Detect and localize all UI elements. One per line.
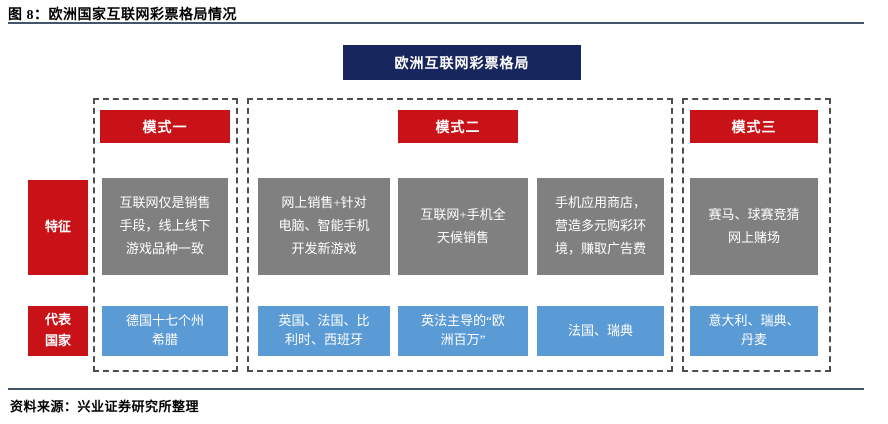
mode-2-feature-box-2: 互联网+手机全 天候销售: [398, 178, 528, 275]
mode-3-panel: [682, 98, 831, 372]
mode-1-panel: [93, 98, 238, 372]
mode-2-country-box-2: 英法主导的“欧 洲百万”: [398, 306, 528, 356]
mode-3-feature-box: 赛马、球赛竞猜 网上赌场: [690, 178, 818, 275]
row-label-countries: 代表 国家: [28, 306, 88, 356]
mode-2-feature-box-1: 网上销售+针对 电脑、智能手机 开发新游戏: [258, 178, 390, 275]
mode-2-panel: [247, 98, 673, 372]
mode-1-header: 模式一: [100, 110, 230, 143]
row-label-feature: 特征: [28, 180, 88, 275]
title-divider-line: [8, 22, 864, 24]
mode-2-country-box-1: 英国、法国、比 利时、西班牙: [258, 306, 390, 356]
root-node-europe-internet-lottery: 欧洲互联网彩票格局: [343, 45, 581, 80]
mode-2-header: 模式二: [398, 110, 518, 143]
mode-3-header: 模式三: [690, 110, 818, 143]
source-divider-line: [8, 388, 864, 390]
mode-2-feature-box-3: 手机应用商店， 营造多元购彩环 境，赚取广告费: [537, 178, 664, 275]
mode-2-country-box-3: 法国、瑞典: [537, 306, 664, 356]
mode-1-feature-box: 互联网仅是销售 手段，线上线下 游戏品种一致: [102, 178, 228, 275]
mode-3-country-box: 意大利、瑞典、 丹麦: [690, 306, 818, 356]
source-note: 资料来源：兴业证券研究所整理: [10, 399, 200, 414]
figure-title: 图 8：欧洲国家互联网彩票格局情况: [8, 8, 237, 23]
mode-1-country-box: 德国十七个州 希腊: [102, 306, 228, 356]
